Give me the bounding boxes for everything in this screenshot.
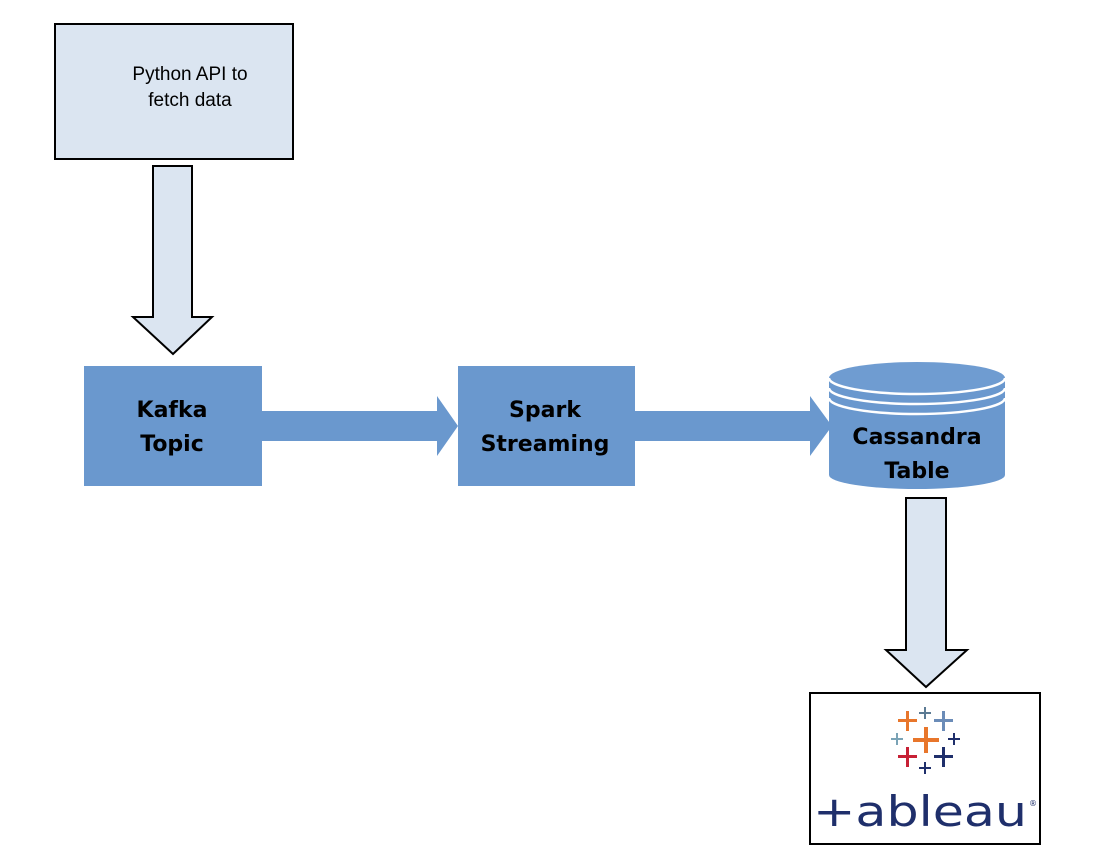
arrow-python-to-kafka (130, 165, 215, 356)
cassandra-label-line2: Table (884, 459, 949, 484)
spark-streaming-node: Spark Streaming (458, 366, 635, 486)
spark-label-line1: Spark (509, 398, 582, 423)
arrow-spark-to-cassandra (635, 396, 832, 456)
tableau-node: +ableau ® (809, 692, 1041, 845)
cassandra-label-line1: Cassandra (852, 425, 981, 450)
tableau-wordmark: +ableau (813, 787, 1027, 836)
spark-label-line2: Streaming (481, 432, 610, 457)
python-api-label-line2: fetch data (148, 90, 232, 111)
arrow-cassandra-to-tableau (883, 497, 970, 689)
cassandra-table-node: Cassandra Table (827, 362, 1007, 489)
kafka-label-line1: Kafka (137, 398, 208, 423)
tableau-cross-logo-icon (891, 707, 960, 774)
kafka-label-line2: Topic (140, 432, 204, 457)
arrow-kafka-to-spark (262, 396, 458, 456)
tableau-registered-mark: ® (1029, 799, 1037, 808)
kafka-topic-node: Kafka Topic (84, 366, 262, 486)
python-api-label-line1: Python API to (132, 64, 247, 85)
python-api-node: Python API to fetch data (54, 23, 294, 160)
